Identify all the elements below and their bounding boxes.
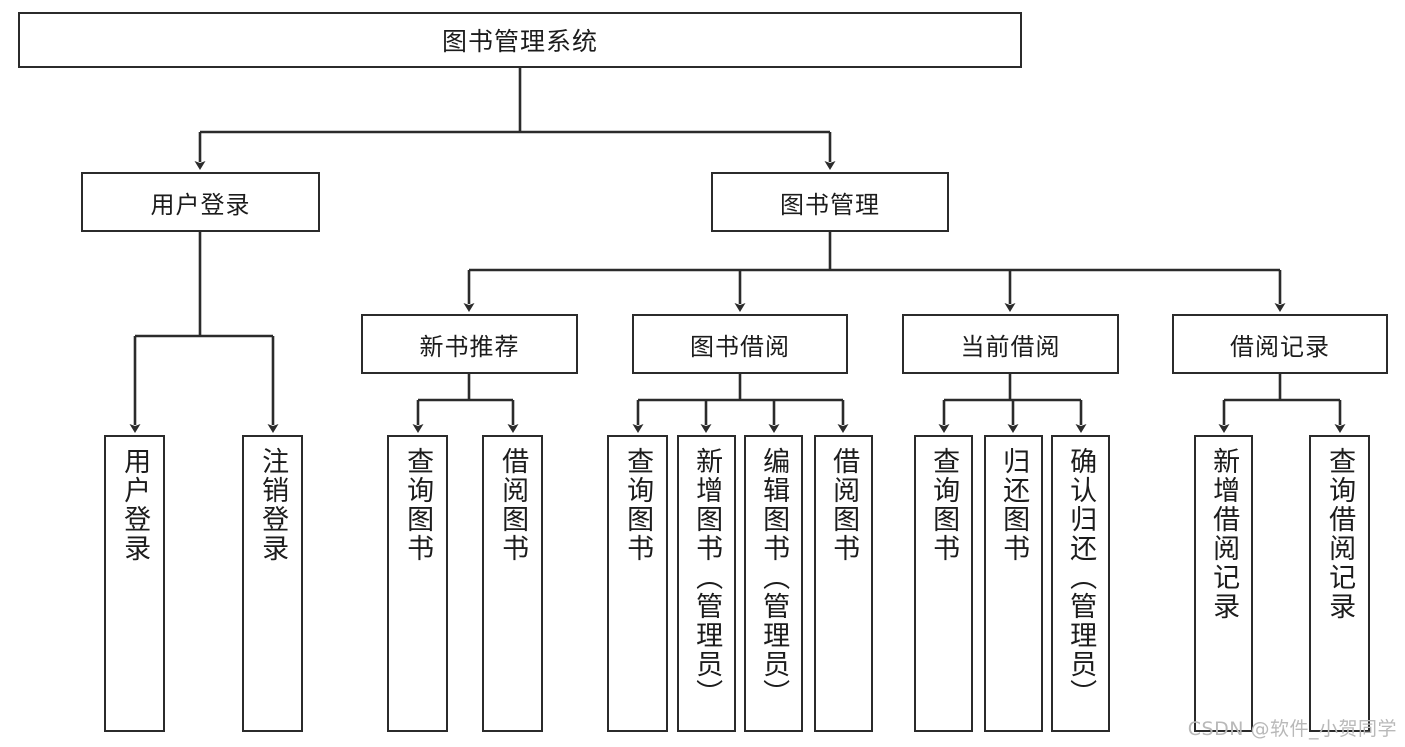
leaf-query-book-current-label: 查询图书 xyxy=(928,447,960,563)
node-root[interactable]: 图书管理系统 xyxy=(18,12,1022,68)
leaf-user-login[interactable]: 用户登录 xyxy=(104,435,165,732)
node-book-borrow-label: 图书借阅 xyxy=(690,332,790,361)
node-book-management[interactable]: 图书管理 xyxy=(711,172,949,232)
leaf-query-book-current[interactable]: 查询图书 xyxy=(914,435,973,732)
leaf-add-book-admin-label: 新增图书（管理员） xyxy=(691,447,723,708)
leaf-return-book[interactable]: 归还图书 xyxy=(984,435,1043,732)
node-user-login-label: 用户登录 xyxy=(150,190,251,219)
leaf-borrow-book[interactable]: 借阅图书 xyxy=(814,435,873,732)
leaf-return-book-label: 归还图书 xyxy=(998,447,1030,563)
leaf-query-book-borrow-label: 查询图书 xyxy=(622,447,654,563)
node-new-book-recommendation-label: 新书推荐 xyxy=(419,332,520,361)
node-borrow-record[interactable]: 借阅记录 xyxy=(1172,314,1388,374)
leaf-query-borrow-record-label: 查询借阅记录 xyxy=(1324,447,1356,621)
leaf-query-book-borrow[interactable]: 查询图书 xyxy=(607,435,668,732)
leaf-confirm-return-admin[interactable]: 确认归还（管理员） xyxy=(1051,435,1110,732)
leaf-edit-book-admin-label: 编辑图书（管理员） xyxy=(758,447,790,708)
watermark-text: CSDN @软件_小贺同学 xyxy=(1187,718,1397,740)
node-new-book-recommendation[interactable]: 新书推荐 xyxy=(361,314,578,374)
node-book-management-label: 图书管理 xyxy=(780,190,880,219)
leaf-borrow-book-recommendation[interactable]: 借阅图书 xyxy=(482,435,543,732)
leaf-add-borrow-record-label: 新增借阅记录 xyxy=(1208,447,1240,621)
node-current-borrow[interactable]: 当前借阅 xyxy=(902,314,1119,374)
leaf-add-borrow-record[interactable]: 新增借阅记录 xyxy=(1194,435,1253,732)
node-user-login[interactable]: 用户登录 xyxy=(81,172,320,232)
leaf-logout[interactable]: 注销登录 xyxy=(242,435,303,732)
leaf-user-login-label: 用户登录 xyxy=(119,447,151,563)
leaf-borrow-book-label: 借阅图书 xyxy=(828,447,860,563)
leaf-query-book-recommendation[interactable]: 查询图书 xyxy=(387,435,448,732)
node-book-borrow[interactable]: 图书借阅 xyxy=(632,314,848,374)
leaf-logout-label: 注销登录 xyxy=(257,447,289,563)
leaf-edit-book-admin[interactable]: 编辑图书（管理员） xyxy=(744,435,803,732)
node-current-borrow-label: 当前借阅 xyxy=(960,332,1061,361)
leaf-query-borrow-record[interactable]: 查询借阅记录 xyxy=(1309,435,1370,732)
leaf-confirm-return-admin-label: 确认归还（管理员） xyxy=(1065,447,1097,708)
node-root-label: 图书管理系统 xyxy=(441,27,598,56)
node-borrow-record-label: 借阅记录 xyxy=(1230,332,1330,361)
leaf-borrow-book-recommendation-label: 借阅图书 xyxy=(497,447,529,563)
leaf-add-book-admin[interactable]: 新增图书（管理员） xyxy=(677,435,736,732)
leaf-query-book-recommendation-label: 查询图书 xyxy=(402,447,434,563)
